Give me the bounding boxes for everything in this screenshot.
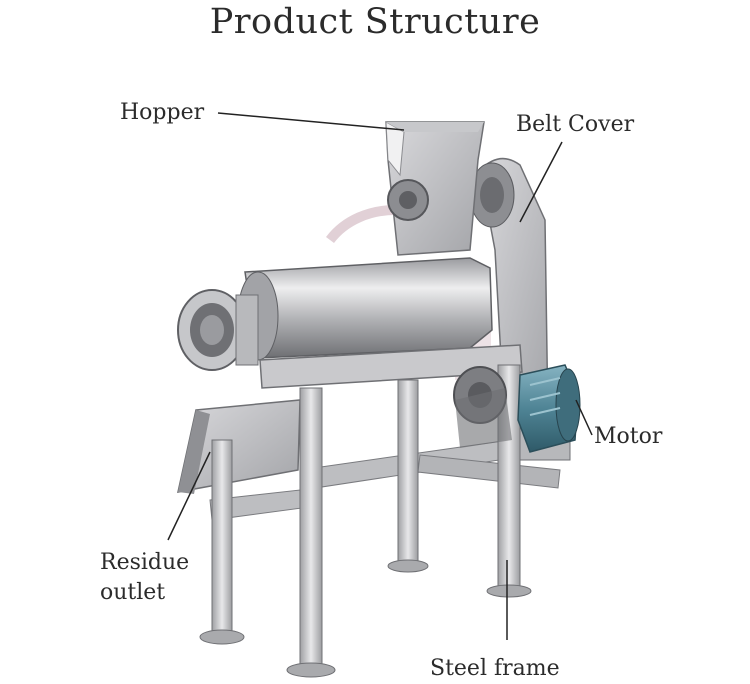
leader-line-residue — [167, 451, 211, 541]
leader-line-hopper — [217, 112, 405, 131]
drive-pulley — [453, 366, 512, 448]
label-steel-frame: Steel frame — [430, 656, 560, 681]
label-residue-line1: Residue — [100, 550, 190, 575]
label-residue-line2: outlet — [100, 580, 166, 605]
label-motor: Motor — [594, 424, 663, 449]
label-hopper: Hopper — [120, 100, 205, 125]
leader-line-belt-cover — [519, 141, 563, 223]
label-residue-outlet: Residue outlet — [100, 548, 189, 608]
motor — [517, 364, 581, 461]
leader-line-motor — [575, 399, 593, 436]
label-belt-cover: Belt Cover — [516, 112, 635, 137]
page-title: Product Structure — [209, 2, 541, 42]
residue-outlet — [177, 399, 301, 494]
hopper — [385, 121, 485, 256]
press-drum — [177, 257, 493, 371]
steel-frame — [199, 344, 561, 678]
